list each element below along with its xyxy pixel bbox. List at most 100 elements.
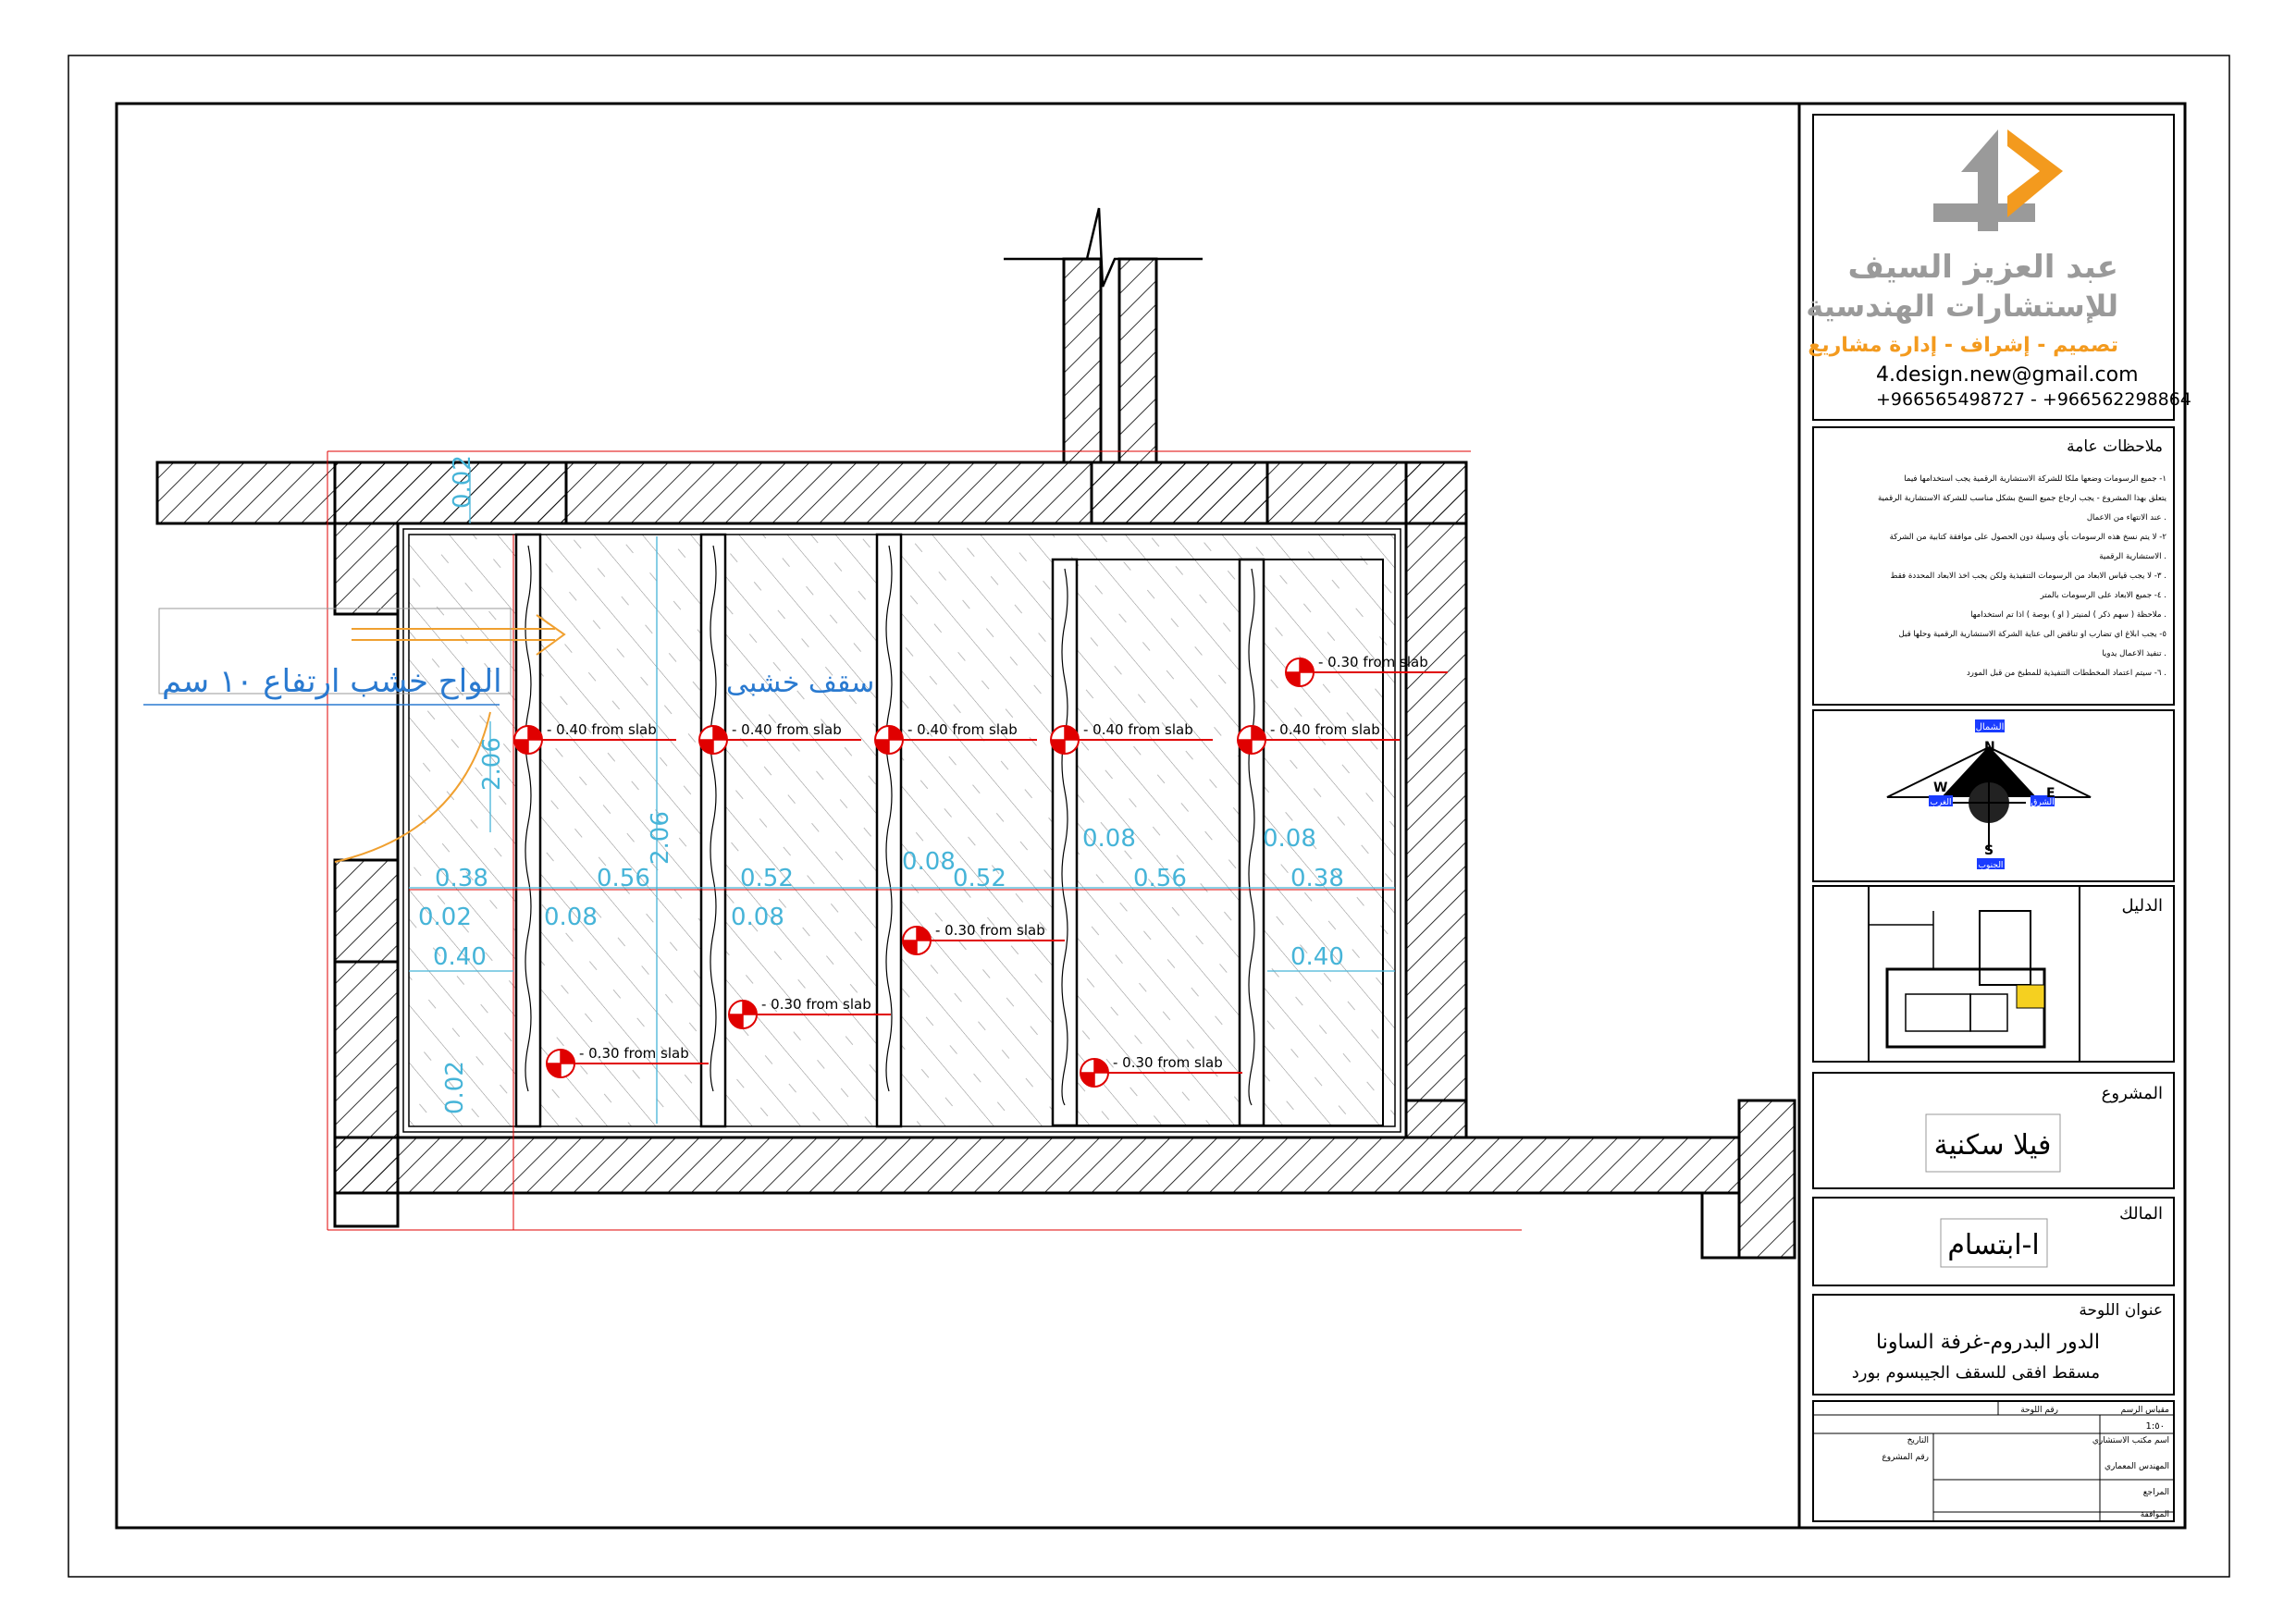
dimension-text: 0.08 <box>902 848 956 876</box>
inner-frame <box>115 102 2187 1530</box>
dimension-text: 0.02 <box>441 1061 469 1114</box>
level-marker: - 0.40 from slab <box>1237 721 1400 755</box>
company-phones: +966565498727 - +966562298864 <box>1876 389 2191 410</box>
north-arrow <box>1886 719 2092 869</box>
dimension-text: 0.52 <box>740 865 794 892</box>
company-email: 4.design.new@gmail.com <box>1876 363 2139 387</box>
compass-south: S <box>1984 843 1994 858</box>
dimension-text: 0.38 <box>435 865 488 892</box>
level-marker-text: - 0.30 from slab <box>579 1045 689 1062</box>
level-markers: - 0.40 from slab - 0.40 from slab - 0.40 f… <box>513 654 1448 1088</box>
compass-west: W <box>1933 781 1947 795</box>
beam-3 <box>875 533 903 1128</box>
left-wall-base <box>333 1191 400 1228</box>
dimension-text: 0.08 <box>1082 825 1136 853</box>
level-marker-text: - 0.40 from slab <box>907 721 1018 738</box>
dimension-text: 2.06 <box>478 737 506 791</box>
architect-label: المهندس المعماري <box>2105 1462 2169 1471</box>
note-line: ٤- جميع الابعاد على الرسومات بالمتر . <box>2040 591 2166 600</box>
wood-ceiling-label: سقف خشبى <box>726 667 874 699</box>
dimension-text: 0.56 <box>1133 865 1187 892</box>
key-plan-cell <box>1812 885 2175 1063</box>
dimension-lines <box>409 467 1395 1124</box>
dimension-text: 0.02 <box>449 455 476 509</box>
project-value-box <box>1925 1113 2061 1173</box>
compass-east: E <box>2046 786 2055 801</box>
duct-wall-left <box>1062 257 1103 464</box>
note-line: يتعلق بهذا المشروع - يجب ارجاع جميع النس… <box>1878 494 2167 503</box>
level-marker: - 0.30 from slab <box>902 922 1065 955</box>
approval-label: الموافقة <box>2141 1510 2169 1519</box>
bottom-wall <box>333 1136 1741 1195</box>
date-label: التاريخ <box>1907 1436 1929 1445</box>
project-cell <box>1812 1072 2175 1189</box>
reviewer-label: المراجع <box>2143 1488 2169 1497</box>
owner-value: ا-ابتسام <box>1947 1229 2039 1261</box>
owner-cell <box>1812 1197 2175 1286</box>
outer-frame <box>68 55 2230 1578</box>
project-no-label: رقم المشروع <box>1882 1453 1929 1462</box>
level-marker: - 0.30 from slab <box>1285 654 1448 687</box>
owner-value-box <box>1940 1218 2048 1268</box>
level-marker-text: - 0.30 from slab <box>935 922 1045 939</box>
sheet-title-label: عنوان اللوحة <box>2079 1301 2163 1320</box>
note-line: ١- جميع الرسومات وضعها ملكا للشركة الاست… <box>1904 474 2166 484</box>
beam-1 <box>514 533 542 1128</box>
duct-wall-right <box>1117 257 1158 464</box>
scale-value: 1:٥٠ <box>2146 1421 2165 1432</box>
note-line: ٣- لا يجب قياس الابعاد من الرسومات التنف… <box>1891 572 2166 581</box>
dimension-text: 0.08 <box>731 904 784 931</box>
project-label: المشروع <box>2102 1084 2163 1103</box>
bottom-right-outline <box>1700 1193 1739 1260</box>
level-marker: - 0.30 from slab <box>1080 1054 1242 1088</box>
compass-west-label: الغرب <box>1930 798 1951 807</box>
floor-plan <box>143 207 1796 1260</box>
beam-4 <box>1051 558 1079 1127</box>
notes-cell <box>1812 426 2175 706</box>
room-inner-line <box>402 528 1401 1133</box>
dimension-text: 0.02 <box>418 904 472 931</box>
dimension-text: 0.40 <box>1290 943 1344 971</box>
level-marker: - 0.30 from slab <box>546 1045 709 1078</box>
level-marker: - 0.30 from slab <box>728 996 891 1029</box>
ceiling-beams <box>514 533 1265 1128</box>
break-line <box>1004 207 1203 288</box>
compass-north-label: الشمال <box>1976 722 2005 732</box>
compass-north: N <box>1984 740 1995 755</box>
beam-grain <box>525 545 1255 1106</box>
red-guides <box>327 450 1522 1231</box>
note-line: الاستشارية الرقمية . <box>2099 552 2166 561</box>
sheet-no-label: رقم اللوحة <box>2020 1406 2058 1415</box>
company-name-line2: للإستشارات الهندسية <box>1806 289 2118 324</box>
level-marker: - 0.40 from slab <box>874 721 1037 755</box>
note-line: ٦- سيتم اعتماد المخططات التنفيذية للمطبخ… <box>1967 669 2166 678</box>
note-line: عند الانتهاء من الاعمال . <box>2087 513 2166 523</box>
company-tagline: تصميم - إشراف - إدارة مشاريع <box>1808 334 2118 357</box>
level-marker-text: - 0.30 from slab <box>1318 654 1428 670</box>
bottom-right-column <box>1737 1099 1796 1260</box>
compass-cell <box>1812 709 2175 882</box>
consultant-label: اسم مكتب الاستشاري <box>2092 1436 2169 1445</box>
dimension-text: 0.40 <box>433 943 487 971</box>
level-marker-text: - 0.40 from slab <box>1270 721 1380 738</box>
level-marker-text: - 0.30 from slab <box>761 996 871 1013</box>
dimension-text: 0.08 <box>1263 825 1316 853</box>
level-marker-text: - 0.40 from slab <box>547 721 657 738</box>
level-marker: - 0.40 from slab <box>513 721 676 755</box>
note-line: ٢- لا يتم نسخ هذه الرسومات بأي وسيلة دون… <box>1890 531 2167 542</box>
dimension-text: 2.06 <box>647 811 674 865</box>
wood-boards-label-box <box>158 608 512 695</box>
scale-label: مقياس الرسم <box>2121 1406 2170 1415</box>
dimension-text: 0.56 <box>597 865 650 892</box>
company-name-line1: عبد العزيز السيف <box>1848 249 2119 286</box>
note-line: تنفيذ الاعمال يدويا . <box>2102 649 2166 658</box>
sheet-title-line1: الدور البدروم-غرفة الساونا <box>1876 1331 2100 1354</box>
company-logo <box>1933 129 2063 231</box>
level-marker: - 0.40 from slab <box>698 721 861 755</box>
beam-2 <box>699 533 727 1128</box>
compass-south-label: الجنوب <box>1979 861 2004 870</box>
level-marker-text: - 0.40 from slab <box>1083 721 1193 738</box>
left-wall-upper <box>333 522 400 616</box>
